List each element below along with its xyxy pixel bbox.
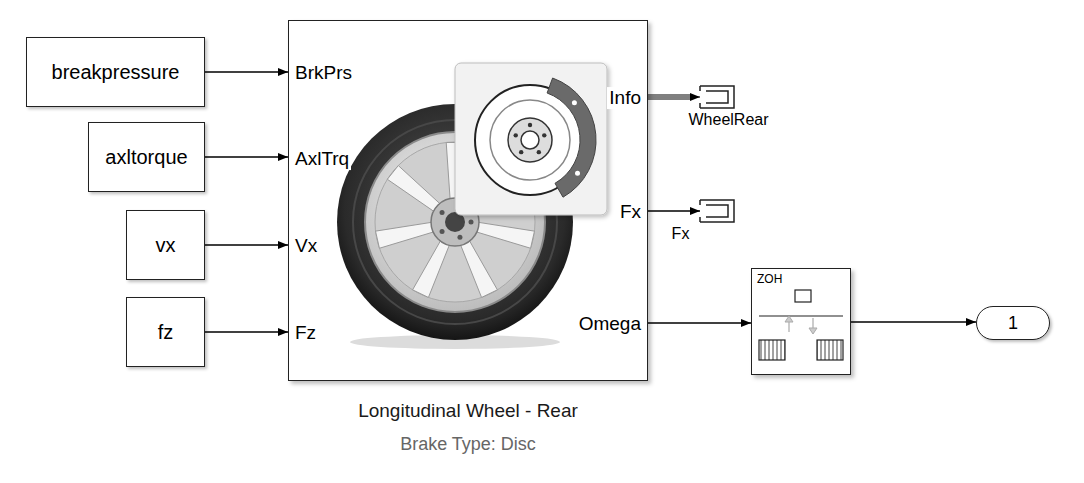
- signal-line: [648, 210, 700, 212]
- terminator-symbol: [700, 200, 734, 222]
- wheel-spoke: [413, 239, 450, 297]
- wheel-block: BrkPrsAxlTrqVxFzInfoFxOmegaLongitudinal …: [288, 20, 648, 381]
- outport-block: 1: [976, 306, 1050, 340]
- wheel-spoke: [460, 239, 497, 297]
- variable-name: breakpressure: [52, 61, 180, 84]
- bolt-hole: [514, 133, 518, 137]
- lug-nut: [440, 210, 445, 215]
- signal-name: WheelRear: [688, 111, 768, 129]
- bolt-hole: [537, 150, 541, 154]
- lug-nut: [469, 220, 474, 225]
- port-label: Vx: [293, 235, 319, 257]
- wheel-spoke: [475, 222, 535, 248]
- signal-line: [648, 322, 751, 324]
- zoh-icon: [759, 290, 843, 360]
- from-block: axltorque: [88, 122, 205, 192]
- block-annotation: Brake Type: Disc: [398, 434, 538, 455]
- terminator-block: Fx: [700, 199, 735, 223]
- from-block: vx: [126, 210, 205, 280]
- signal-line: [205, 244, 288, 246]
- signal-line: [205, 71, 288, 73]
- bolt-hole: [542, 133, 546, 137]
- terminator-symbol: [700, 86, 734, 108]
- zoh-block: ZOH: [751, 268, 851, 375]
- lug-nut: [440, 229, 445, 234]
- variable-name: axltorque: [105, 146, 187, 169]
- port-label: Fz: [293, 322, 318, 344]
- block-name: Longitudinal Wheel - Rear: [356, 400, 580, 422]
- from-block: breakpressure: [26, 37, 205, 107]
- signal-name: Fx: [672, 225, 690, 243]
- block-name: ZOH: [757, 272, 782, 286]
- wheel-spoke: [376, 222, 436, 248]
- signal-line: [851, 321, 976, 323]
- port-label: BrkPrs: [293, 62, 354, 84]
- bolt-hole: [528, 123, 532, 127]
- brake-disc-inset: [455, 63, 607, 215]
- bolt-hole: [519, 150, 523, 154]
- signal-line: [205, 156, 288, 158]
- from-block: fz: [126, 297, 205, 367]
- variable-name: fz: [158, 321, 174, 344]
- port-label: Info: [607, 87, 643, 109]
- signal-line: [205, 331, 288, 333]
- port-number: 1: [1008, 313, 1018, 334]
- variable-name: vx: [156, 234, 176, 257]
- bus-signal-line: [648, 97, 700, 98]
- port-label: Fx: [618, 201, 643, 223]
- terminator-block: WheelRear: [700, 85, 735, 109]
- wheel-spoke: [387, 166, 441, 213]
- port-label: Omega: [577, 313, 643, 335]
- port-label: AxlTrq: [293, 148, 351, 170]
- lug-nut: [457, 235, 462, 240]
